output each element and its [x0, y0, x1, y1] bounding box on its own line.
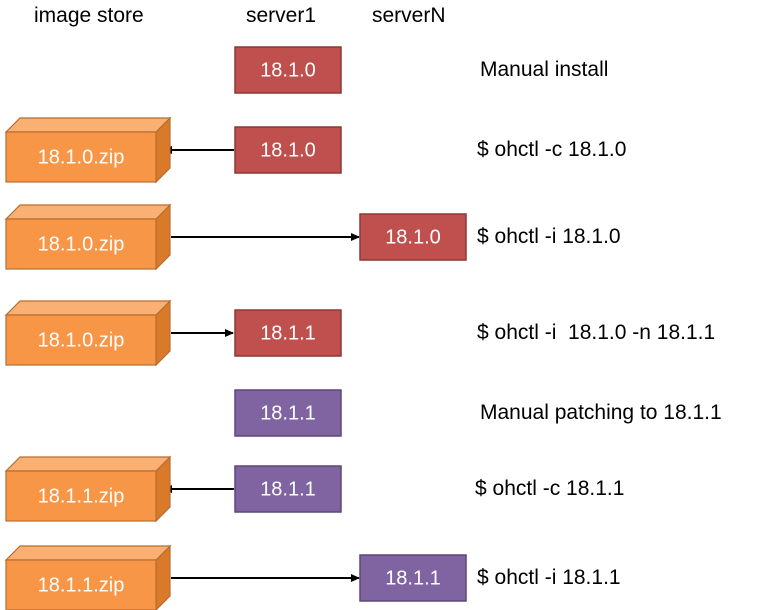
- command-text-7: $ ohctl -i 18.1.1: [477, 566, 621, 589]
- zip-box-2-label: 18.1.0.zip: [38, 146, 125, 168]
- zip-box-3-label: 18.1.0.zip: [38, 233, 125, 255]
- server1-box-6: [234, 465, 342, 513]
- zip-box-7-label: 18.1.1.zip: [38, 574, 125, 596]
- header-image-store: image store: [34, 4, 144, 27]
- command-text-4: $ ohctl -i 18.1.0 -n 18.1.1: [477, 321, 716, 344]
- zip-box-6-top: [4, 456, 172, 472]
- command-text-6: $ ohctl -c 18.1.1: [475, 477, 625, 500]
- server1-box-4: [234, 309, 342, 357]
- serverN-box-3: [359, 213, 467, 261]
- server1-box-1: [234, 46, 342, 94]
- zip-box-7-top: [4, 545, 172, 561]
- server1-box-1-label: 18.1.0: [260, 59, 316, 81]
- serverN-box-3-label: 18.1.0: [385, 226, 441, 248]
- serverN-box-7: [359, 554, 467, 602]
- zip-box-2: [5, 131, 157, 183]
- zip-box-6: [5, 470, 157, 522]
- header-serverN: serverN: [372, 4, 446, 27]
- server1-box-5: [234, 389, 342, 437]
- command-text-5: Manual patching to 18.1.1: [480, 401, 722, 424]
- command-text-2: $ ohctl -c 18.1.0: [477, 138, 627, 161]
- header-server1: server1: [246, 4, 317, 27]
- zip-box-3: [5, 218, 157, 270]
- server1-box-2-label: 18.1.0: [260, 139, 316, 161]
- zip-box-7: [5, 559, 157, 610]
- server1-box-2: [234, 126, 342, 174]
- command-text-3: $ ohctl -i 18.1.0: [477, 225, 621, 248]
- command-text-1: Manual install: [480, 58, 609, 81]
- zip-box-4-top: [4, 300, 172, 316]
- serverN-box-7-label: 18.1.1: [385, 567, 441, 589]
- zip-box-3-top: [4, 204, 172, 220]
- zip-box-4-label: 18.1.0.zip: [38, 329, 125, 351]
- server1-box-5-label: 18.1.1: [260, 402, 316, 424]
- zip-box-6-label: 18.1.1.zip: [38, 485, 125, 507]
- server1-box-6-label: 18.1.1: [260, 478, 316, 500]
- server1-box-4-label: 18.1.1: [260, 322, 316, 344]
- zip-box-4: [5, 314, 157, 366]
- zip-box-2-top: [4, 117, 172, 133]
